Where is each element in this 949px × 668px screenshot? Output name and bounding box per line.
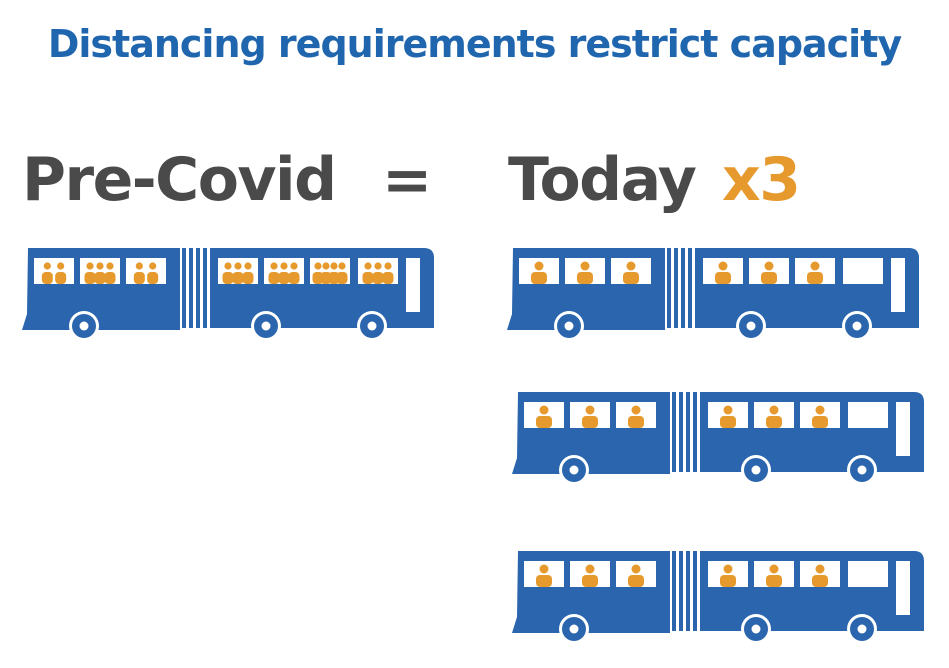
bus-window bbox=[34, 258, 74, 284]
bus-pre-covid-0 bbox=[22, 248, 434, 341]
pre-covid-label: Pre-Covid bbox=[22, 145, 337, 215]
passenger-icon bbox=[382, 262, 394, 284]
passenger-icon bbox=[766, 405, 782, 428]
bus-window bbox=[749, 258, 789, 284]
wheel bbox=[357, 311, 387, 341]
passenger-icon bbox=[147, 262, 159, 284]
bus-window bbox=[800, 561, 840, 587]
passenger-icon bbox=[812, 405, 828, 428]
bus-window bbox=[848, 561, 888, 587]
bus-window bbox=[848, 402, 888, 428]
passenger-icon bbox=[766, 564, 782, 587]
bus-today-1 bbox=[507, 248, 919, 341]
bus-window bbox=[616, 561, 656, 587]
wheel bbox=[847, 614, 877, 644]
passenger-icon bbox=[222, 262, 234, 284]
passenger-icon bbox=[94, 262, 106, 284]
passenger-icon bbox=[536, 564, 552, 587]
wheel bbox=[741, 614, 771, 644]
passenger-icon bbox=[242, 262, 254, 284]
bus-today-2 bbox=[512, 392, 924, 485]
passenger-icon bbox=[372, 262, 384, 284]
bus-window bbox=[703, 258, 743, 284]
today-label: Today bbox=[508, 145, 697, 215]
bus-window bbox=[795, 258, 835, 284]
page-title: Distancing requirements restrict capacit… bbox=[47, 22, 902, 66]
bus-window bbox=[708, 561, 748, 587]
equals-sign: = bbox=[382, 145, 432, 215]
wheel bbox=[554, 311, 584, 341]
passenger-icon bbox=[278, 262, 290, 284]
bus-window bbox=[126, 258, 166, 284]
bus-window bbox=[616, 402, 656, 428]
wheel bbox=[559, 455, 589, 485]
wheel bbox=[559, 614, 589, 644]
bus-window bbox=[358, 258, 398, 284]
passenger-icon bbox=[720, 405, 736, 428]
bus-window bbox=[570, 402, 610, 428]
passenger-icon bbox=[577, 261, 593, 284]
bus-today-3 bbox=[512, 551, 924, 644]
bus-window bbox=[264, 258, 304, 284]
multiplier-label: x3 bbox=[722, 145, 801, 215]
passenger-icon bbox=[807, 261, 823, 284]
passenger-icon bbox=[628, 564, 644, 587]
wheel bbox=[847, 455, 877, 485]
passenger-icon bbox=[336, 262, 348, 284]
passenger-icon bbox=[628, 405, 644, 428]
passenger-icon bbox=[582, 564, 598, 587]
bus-window bbox=[708, 402, 748, 428]
bus-window bbox=[843, 258, 883, 284]
bus-window bbox=[519, 258, 559, 284]
bus-window bbox=[565, 258, 605, 284]
passenger-icon bbox=[812, 564, 828, 587]
wheel bbox=[741, 455, 771, 485]
bus-window bbox=[524, 402, 564, 428]
passenger-icon bbox=[55, 262, 67, 284]
bus-window bbox=[218, 258, 258, 284]
bus-window bbox=[80, 258, 120, 284]
passenger-icon bbox=[715, 261, 731, 284]
wheel bbox=[69, 311, 99, 341]
passenger-icon bbox=[41, 262, 53, 284]
passenger-icon bbox=[133, 262, 145, 284]
passenger-icon bbox=[104, 262, 116, 284]
passenger-icon bbox=[531, 261, 547, 284]
passenger-icon bbox=[84, 262, 96, 284]
bus-window bbox=[310, 258, 350, 284]
passenger-icon bbox=[288, 262, 300, 284]
passenger-icon bbox=[362, 262, 374, 284]
passenger-icon bbox=[268, 262, 280, 284]
passenger-icon bbox=[761, 261, 777, 284]
bus-window bbox=[611, 258, 651, 284]
passenger-icon bbox=[720, 564, 736, 587]
bus-window bbox=[754, 402, 794, 428]
passenger-icon bbox=[232, 262, 244, 284]
bus-window bbox=[524, 561, 564, 587]
passenger-icon bbox=[623, 261, 639, 284]
bus-window bbox=[754, 561, 794, 587]
bus-window bbox=[570, 561, 610, 587]
passenger-icon bbox=[582, 405, 598, 428]
wheel bbox=[251, 311, 281, 341]
wheel bbox=[842, 311, 872, 341]
bus-window bbox=[800, 402, 840, 428]
wheel bbox=[736, 311, 766, 341]
passenger-icon bbox=[536, 405, 552, 428]
